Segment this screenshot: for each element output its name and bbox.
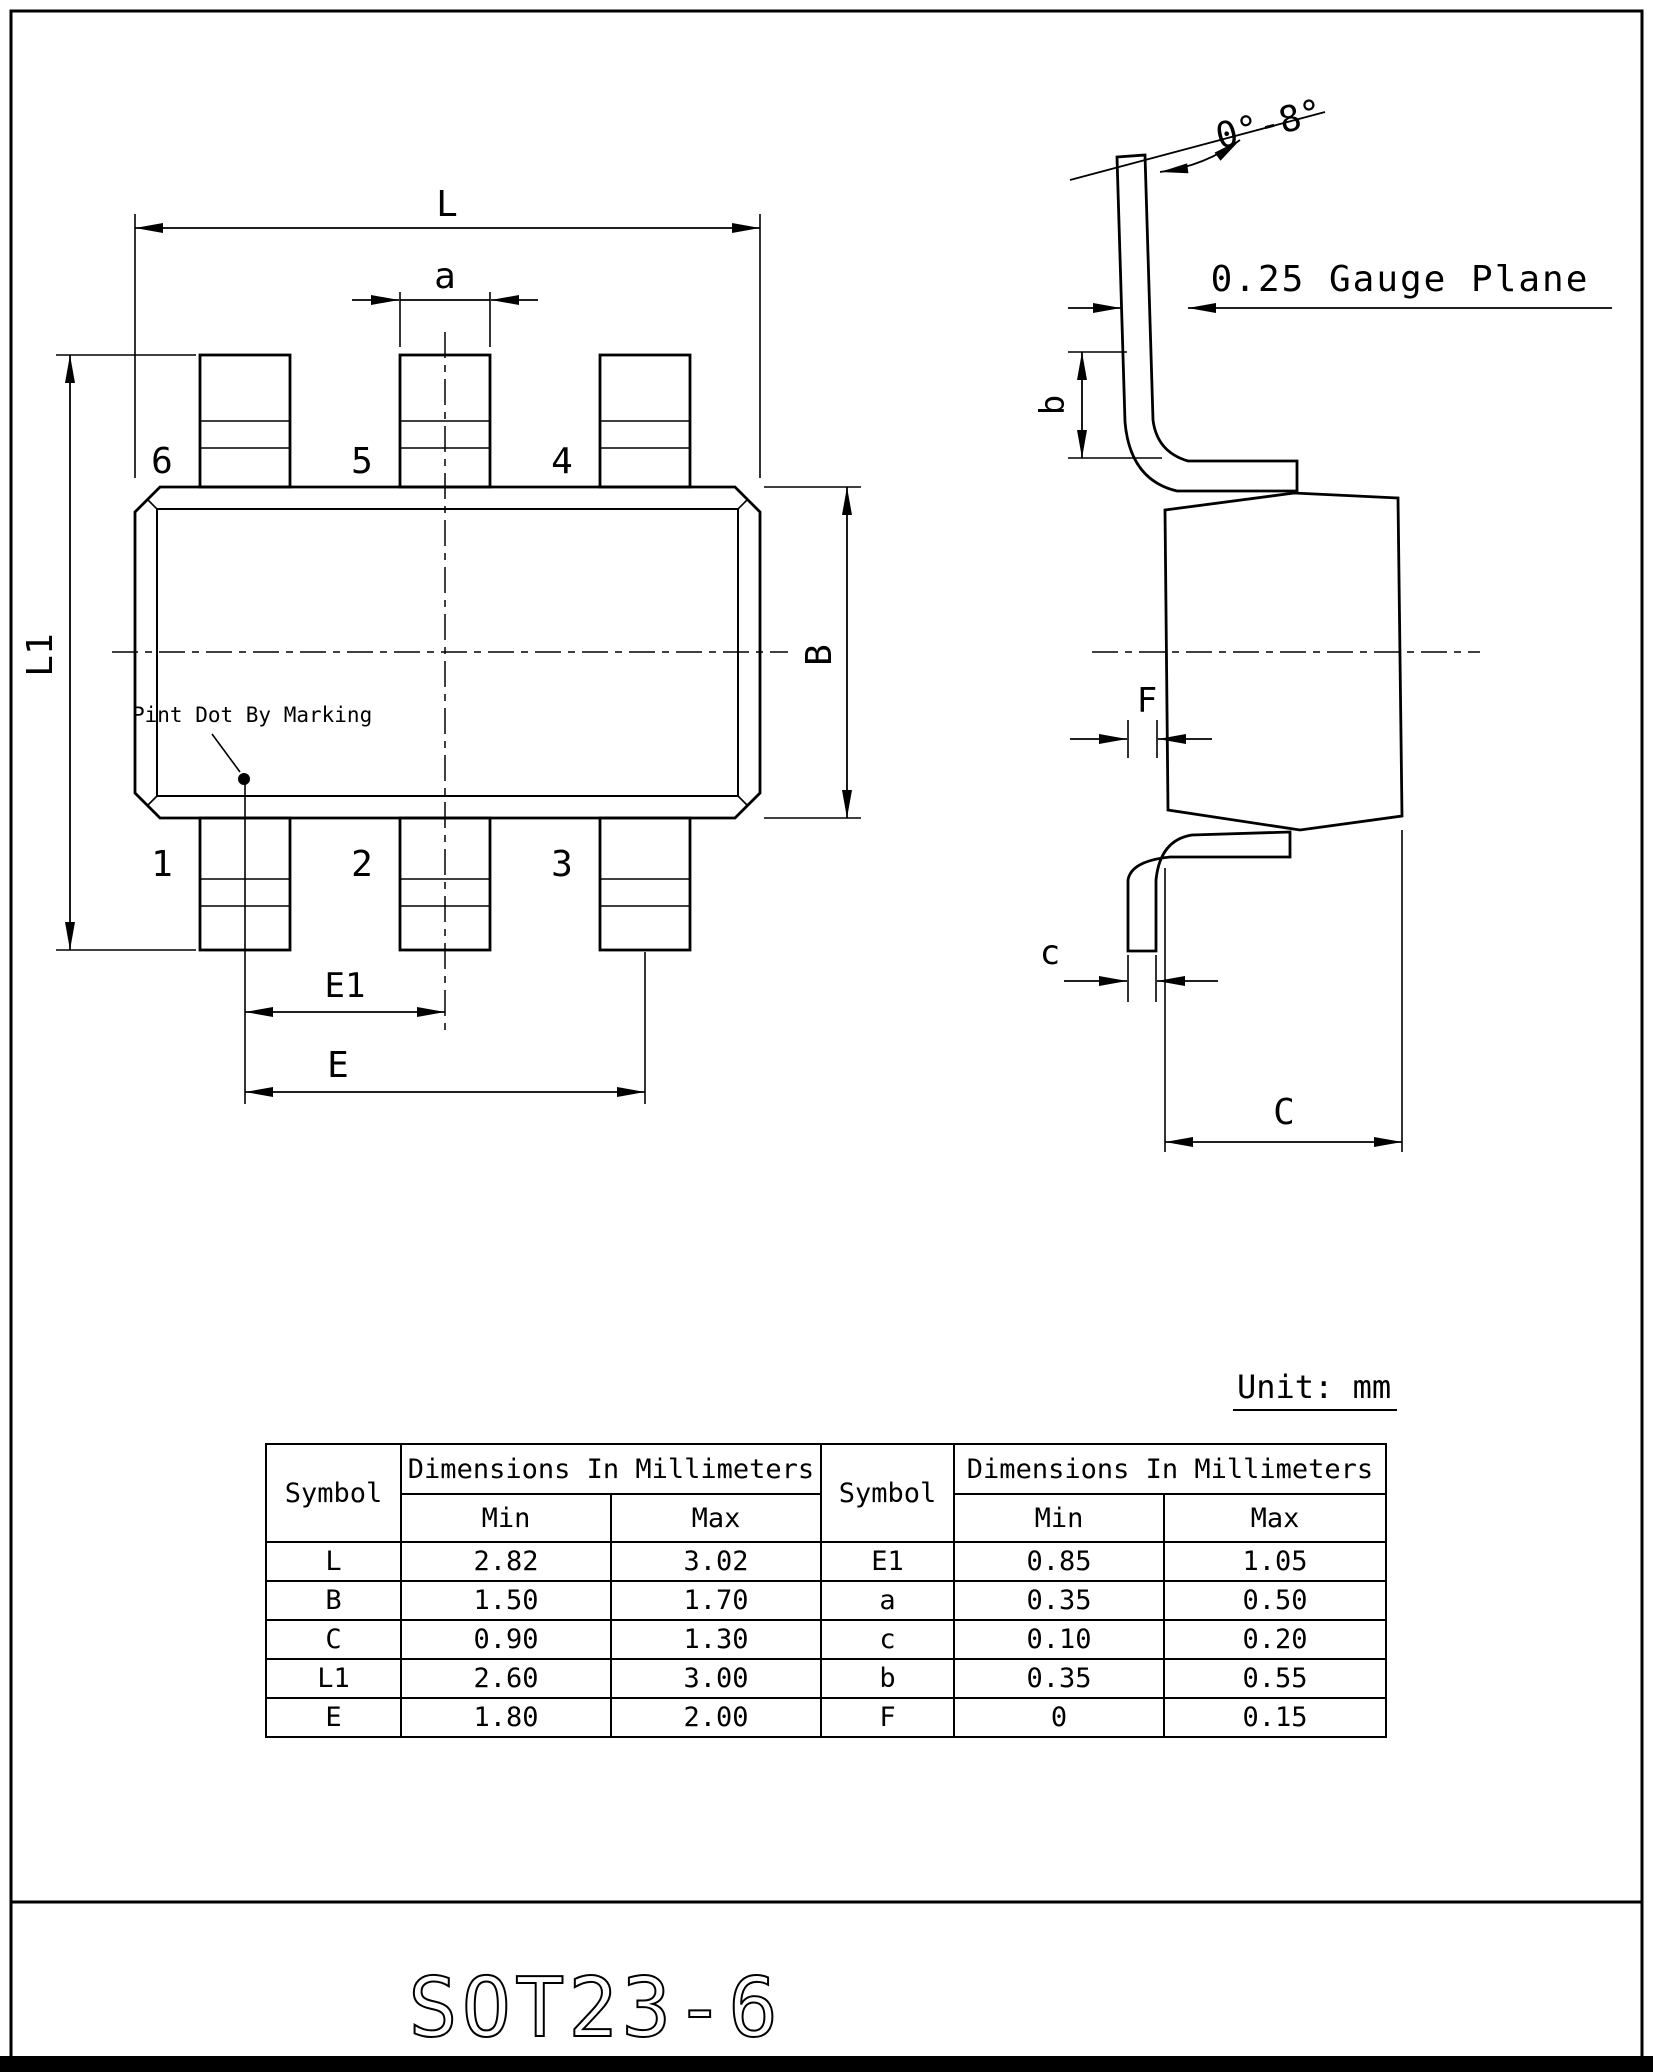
dimensions-table: Symbol Dimensions In Millimeters Symbol …: [265, 1443, 1387, 1738]
bottom-edge-bar: [0, 2056, 1653, 2072]
max-cell: 1.70: [610, 1580, 822, 1621]
dim-label-E: E: [327, 1045, 349, 1086]
symbol-cell: B: [265, 1580, 402, 1621]
gauge-plane: 0.25 Gauge Plane: [1068, 259, 1612, 313]
dim-label-E1: E1: [325, 966, 366, 1006]
pin-number-5: 5: [351, 441, 373, 482]
dimension-L1: L1: [20, 354, 196, 951]
table-header-symbol-right: Symbol: [820, 1443, 955, 1543]
min-cell: 2.60: [400, 1658, 612, 1699]
symbol-cell: c: [820, 1619, 955, 1660]
min-cell: 1.50: [400, 1580, 612, 1621]
min-cell: 0.35: [953, 1580, 1165, 1621]
max-cell: 3.02: [610, 1541, 822, 1582]
unit-label: Unit: mm: [1237, 1368, 1391, 1406]
angle-arc: [1159, 139, 1241, 174]
table-header-symbol-left: Symbol: [265, 1443, 402, 1543]
pin-5: [398, 353, 492, 489]
marking-note-text: Pint Dot By Marking: [132, 703, 372, 727]
dimension-F: F: [1070, 681, 1212, 758]
min-cell: 1.80: [400, 1697, 612, 1738]
package-title: SOT23-6: [408, 1961, 782, 2056]
table-row: B 1.50 1.70 a 0.35 0.50: [265, 1580, 1387, 1621]
min-cell: 0.35: [953, 1658, 1165, 1699]
table-row: C 0.90 1.30 c 0.10 0.20: [265, 1619, 1387, 1660]
drawing-border: [9, 9, 1644, 2063]
table-header-dimensions-right: Dimensions In Millimeters: [953, 1443, 1387, 1495]
min-cell: 0.90: [400, 1619, 612, 1660]
dim-label-c: c: [1040, 933, 1060, 973]
angle-label: 0°-8°: [1212, 92, 1327, 158]
marking-note: Pint Dot By Marking: [132, 703, 372, 785]
package-body-outline: [133, 485, 762, 820]
top-view: 6 5 4 1 2 3 L a: [20, 184, 861, 1104]
max-cell: 1.30: [610, 1619, 822, 1660]
package-body-side: [1163, 491, 1404, 832]
table-row: L1 2.60 3.00 b 0.35 0.55: [265, 1658, 1387, 1699]
symbol-cell: a: [820, 1580, 955, 1621]
symbol-cell: E: [265, 1697, 402, 1738]
max-cell: 1.05: [1163, 1541, 1387, 1582]
side-view: 0°-8° 0.25 Gauge Plane b F: [1033, 92, 1612, 1152]
table-header-max-left: Max: [610, 1493, 822, 1543]
pin1-marking-dot: [238, 773, 250, 785]
symbol-cell: L: [265, 1541, 402, 1582]
dim-label-L: L: [436, 184, 458, 225]
symbol-cell: F: [820, 1697, 955, 1738]
symbol-cell: E1: [820, 1541, 955, 1582]
unit-note: Unit: mm: [1233, 1368, 1397, 1411]
symbol-cell: b: [820, 1658, 955, 1699]
pin-3: [598, 816, 692, 952]
pin-number-6: 6: [151, 441, 173, 482]
dimension-B: B: [764, 486, 861, 819]
lead-profile-bottom: [1126, 830, 1292, 953]
dim-label-L1: L1: [20, 633, 61, 676]
table-header-min-right: Min: [953, 1493, 1165, 1543]
max-cell: 0.20: [1163, 1619, 1387, 1660]
dimension-E1-E: E1 E: [244, 784, 646, 1104]
dimension-a: a: [352, 256, 538, 347]
dimension-c: c: [1040, 933, 1218, 1002]
pin-number-2: 2: [351, 844, 373, 885]
pin-4: [598, 353, 692, 489]
max-cell: 0.50: [1163, 1580, 1387, 1621]
dim-label-B: B: [799, 644, 840, 666]
min-cell: 0.85: [953, 1541, 1165, 1582]
dim-label-C: C: [1273, 1092, 1295, 1133]
pin-number-3: 3: [551, 844, 573, 885]
min-cell: 0: [953, 1697, 1165, 1738]
dim-label-a: a: [434, 256, 456, 297]
pin-number-4: 4: [551, 441, 573, 482]
pin-6: [198, 353, 292, 489]
min-cell: 0.10: [953, 1619, 1165, 1660]
table-header-dimensions-left: Dimensions In Millimeters: [400, 1443, 822, 1495]
dim-label-F: F: [1137, 681, 1157, 721]
marking-leader-line: [211, 733, 241, 773]
dimension-C: C: [1164, 830, 1403, 1152]
dim-label-b: b: [1033, 395, 1073, 415]
pin-number-1: 1: [151, 844, 173, 885]
dimension-L: L: [134, 184, 761, 478]
table-row: E 1.80 2.00 F 0 0.15: [265, 1697, 1387, 1738]
table-row: L 2.82 3.02 E1 0.85 1.05: [265, 1541, 1387, 1582]
max-cell: 3.00: [610, 1658, 822, 1699]
max-cell: 0.15: [1163, 1697, 1387, 1738]
body-corner-bevels: [146, 498, 749, 807]
dimension-b: b: [1033, 351, 1162, 459]
max-cell: 2.00: [610, 1697, 822, 1738]
lead-profile-top: [1115, 153, 1299, 493]
symbol-cell: L1: [265, 1658, 402, 1699]
max-cell: 0.55: [1163, 1658, 1387, 1699]
symbol-cell: C: [265, 1619, 402, 1660]
table-header-min-left: Min: [400, 1493, 612, 1543]
min-cell: 2.82: [400, 1541, 612, 1582]
gauge-plane-label: 0.25 Gauge Plane: [1211, 259, 1590, 300]
dimension-lead-angle: 0°-8°: [1069, 92, 1327, 181]
table-header-max-right: Max: [1163, 1493, 1387, 1543]
